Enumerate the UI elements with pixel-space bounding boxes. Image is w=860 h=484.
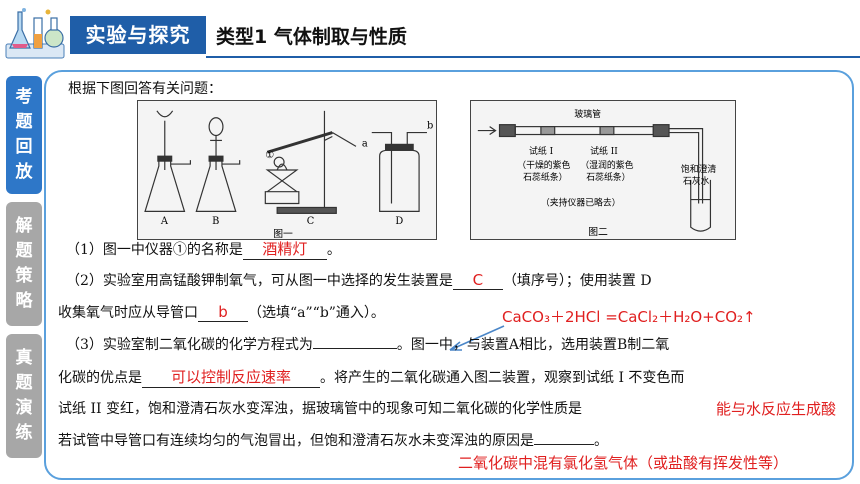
port-a: a [362,138,368,149]
paper-2-note: （湿润的紫色 [580,159,633,171]
paper-1-note: （干燥的紫色 [517,159,570,171]
label-a: A [160,216,169,227]
paper-2-note-2: 石蕊纸条） [586,171,630,183]
q3d-blank [534,444,594,445]
port-b: b [427,121,433,132]
q1-blank: 酒精灯 [242,238,327,260]
figure-2-apparatus: 玻璃管 试纸 I （干燥的紫色 石蕊纸条） 试纸 II （湿润的紫色 石蕊纸条）… [470,100,736,240]
question-3b: 化碳的优点是可以控制反应速率。将产生的二氧化碳通入图二装置，观察到试纸 I 不变… [58,366,685,388]
tab-practice[interactable]: 真 题 演 练 [6,334,42,458]
q3d-answer: 二氧化碳中混有氯化氢气体（或盐酸有挥发性等） [458,454,789,472]
side-tabs: 考 题 回 放 解 题 策 略 真 题 演 练 [6,76,42,466]
tab-strategy[interactable]: 解 题 策 略 [6,202,42,326]
q3b-blank: 可以控制反应速率 [142,366,320,388]
figure-1-apparatus: A B ① C a b D 图一 [137,100,437,240]
q3b-answer: 可以控制反应速率 [170,368,291,386]
label-d: D [395,216,403,227]
q3c-answer: 能与水反应生成酸 [716,400,837,418]
apparatus-b [195,117,241,212]
marker-1: ① [265,150,274,161]
paper-2-label: 试纸 II [590,145,618,157]
header-divider [206,56,860,58]
apparatus-a [144,110,191,212]
topic-title: 类型1 气体制取与性质 [216,26,407,48]
label-b: B [212,216,219,227]
q2b-blank: b [198,303,248,322]
glass-tube [477,124,712,232]
label-c: C [307,216,315,227]
tube-label: 玻璃管 [574,108,601,120]
figure-1-caption: 图一 [273,228,293,240]
question-3d: 若试管中导管口有连续均匀的气泡冒出，但饱和澄清石灰水未变浑浊的原因是。 [58,433,608,449]
q2-blank: C [452,271,503,290]
tab-review[interactable]: 考 题 回 放 [6,76,42,194]
figure-2-note: （夹持仪器已略去） [541,196,621,208]
figure-2-caption: 图二 [588,226,608,238]
paper-1-label: 试纸 I [529,145,554,157]
slide-header: 实验与探究 类型1 气体制取与性质 [0,0,860,66]
lab-glassware-icon [5,8,65,59]
limewater-label-2: 石灰水 [683,175,710,187]
topic-tag: 实验与探究 [70,16,206,54]
q2b-answer: b [218,303,228,321]
q3-blank [312,348,397,349]
apparatus-d [371,131,427,212]
q2-answer: C [472,271,484,289]
q1-answer: 酒精灯 [262,240,308,258]
arrow-icon [449,325,505,351]
question-3c: 试纸 II 变红，饱和澄清石灰水变浑浊，据玻璃管中的现象可知二氧化碳的化学性质是 [58,401,582,417]
apparatus-c [264,110,357,214]
paper-1-note-2: 石蕊纸条） [523,171,567,183]
equation-answer: CaCO₃＋2HCl =CaCl₂＋H₂O+CO₂↑ [502,308,756,326]
question-1: （1）图一中仪器①的名称是酒精灯。 [66,238,341,260]
question-intro: 根据下图回答有关问题： [68,81,222,97]
limewater-label: 饱和澄清 [681,163,717,175]
question-3: （3）实验室制二氧化碳的化学方程式为。图一中，与装置A相比，选用装置B制二氧 [66,337,670,353]
